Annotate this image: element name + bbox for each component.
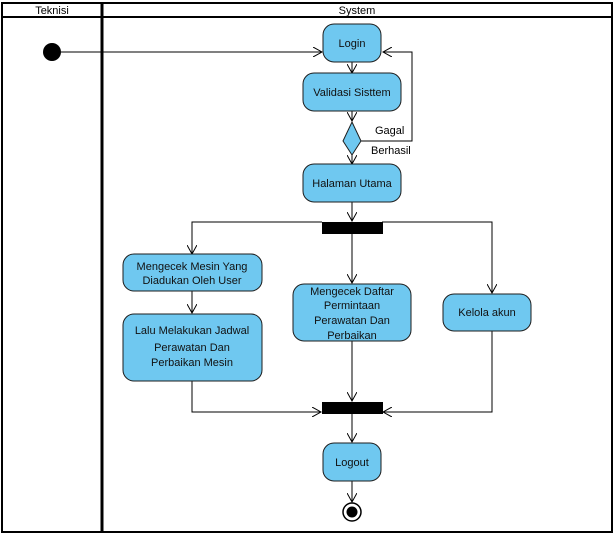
edge-lalu-join — [191, 381, 321, 412]
activity-lalu-melakukan-line1: Lalu Melakukan Jadwal — [135, 325, 249, 337]
activity-halaman-utama — [302, 163, 402, 203]
edge-fork-kelola — [382, 221, 492, 293]
fork-bar — [322, 222, 383, 234]
lane-label-system: System — [339, 5, 376, 17]
activity-lalu-melakukan-line3: Perbaikan Mesin — [151, 357, 233, 369]
activity-validasi — [302, 72, 402, 112]
activity-mengecek-daftar-line4: Perbaikan — [327, 330, 377, 342]
activity-mengecek-mesin-line2: Diadukan Oleh User — [142, 275, 241, 287]
final-node — [342, 502, 362, 522]
activity-logout-label: Logout — [335, 457, 369, 469]
edge-kelola-join — [383, 331, 493, 412]
edges — [61, 52, 492, 502]
activity-lalu-melakukan — [122, 313, 263, 382]
activity-kelola-akun-label: Kelola akun — [458, 307, 516, 319]
activity-mengecek-mesin-line1: Mengecek Mesin Yang — [137, 261, 248, 273]
activity-lalu-melakukan-line2: Perawatan Dan — [154, 342, 230, 354]
activity-login-label: Login — [339, 38, 366, 50]
initial-node — [43, 43, 61, 61]
activity-login — [322, 23, 382, 63]
guard-gagal: Gagal — [375, 125, 404, 137]
activity-mengecek-daftar-line3: Perawatan Dan — [314, 315, 390, 327]
guard-berhasil: Berhasil — [371, 145, 411, 157]
edge-gagal-loop — [361, 52, 413, 142]
activity-mengecek-daftar-line1: Mengecek Daftar — [310, 286, 394, 298]
activity-kelola-akun — [442, 293, 532, 332]
activity-validasi-label: Validasi Sisttem — [313, 87, 390, 99]
activity-halaman-utama-label: Halaman Utama — [312, 178, 392, 190]
activity-mengecek-daftar — [292, 283, 412, 342]
join-bar — [322, 402, 383, 414]
decision-node — [342, 120, 362, 156]
activity-mengecek-daftar-line2: Permintaan — [324, 300, 380, 312]
edge-fork-mengecek — [192, 221, 322, 254]
activity-mengecek-mesin — [122, 253, 263, 292]
activity-logout — [322, 442, 382, 482]
lane-label-teknisi: Teknisi — [35, 5, 69, 17]
